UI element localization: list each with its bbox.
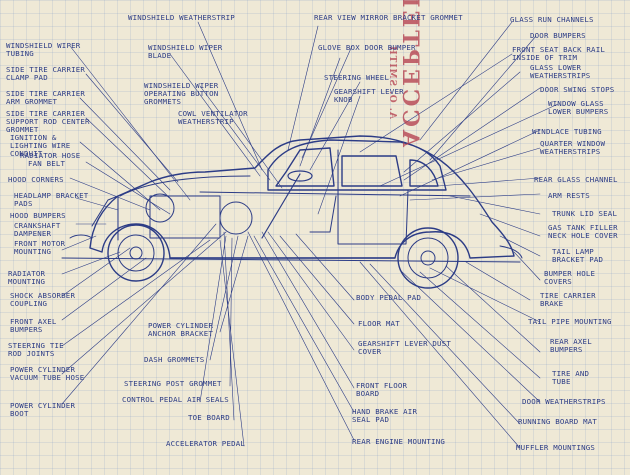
accepted-stamp: ACCEPTED A. O. SMITH [347, 0, 423, 147]
label-steering-post-grommet: STEERING POST GROMMET [124, 379, 222, 388]
label-side-tire-support-rod: SIDE TIRE CARRIER SUPPORT ROD CENTER GRO… [6, 109, 90, 134]
label-door-swing-stops: DOOR SWING STOPS [540, 85, 615, 94]
label-door-bumpers: DOOR BUMPERS [530, 31, 586, 40]
label-steering-wheel: STEERING WHEEL [324, 73, 390, 82]
front-seat [309, 195, 337, 233]
label-running-board-mat: RUNNING BOARD MAT [518, 417, 598, 426]
label-rear-axle-bumpers: REAR AXEL BUMPERS [550, 337, 592, 354]
label-accelerator-pedal: ACCELERATOR PEDAL [166, 439, 246, 448]
steering-column [261, 173, 301, 239]
label-headlamp-bracket-pads: HEADLAMP BRACKET PADS [14, 191, 89, 208]
label-body-pedal-pad: BODY PEDAL PAD [356, 293, 422, 302]
label-front-motor-mounting: FRONT MOTOR MOUNTING [14, 239, 66, 256]
label-windshield-weatherstrip: WINDSHIELD WEATHERSTRIP [128, 13, 235, 22]
label-power-cylinder-hose: POWER CYLINDER VACUUM TUBE HOSE [10, 365, 85, 382]
label-windshield-wiper-blade: WINDSHIELD WIPER BLADE [148, 43, 223, 60]
label-cowl-ventilator-strip: COWL VENTILATOR WEATHERSTRIP [178, 109, 248, 126]
front-bumper [69, 234, 93, 239]
label-side-tire-arm-grommet: SIDE TIRE CARRIER ARM GROMMET [6, 89, 86, 106]
label-power-cylinder-boot: POWER CYLINDER BOOT [10, 401, 76, 418]
label-ignition-conduit: IGNITION & LIGHTING WIRE CONDUIT [10, 133, 71, 158]
windshield [275, 147, 335, 187]
label-window-glass-lower-bumpers: WINDOW GLASS LOWER BUMPERS [548, 99, 609, 116]
front-wheel [107, 224, 165, 282]
label-rear-engine-mounting: REAR ENGINE MOUNTING [352, 437, 445, 446]
label-glove-box-door-bumper: GLOVE BOX DOOR BUMPER [318, 43, 416, 52]
label-shock-absorber-coupling: SHOCK ABSORBER COUPLING [10, 291, 76, 308]
label-wiper-button-grommets: WINDSHIELD WIPER OPERATING BUTTON GROMME… [144, 81, 219, 106]
label-control-pedal-seals: CONTROL PEDAL AIR SEALS [122, 395, 229, 404]
door-window [341, 155, 403, 187]
label-front-floor-board: FRONT FLOOR BOARD [356, 381, 408, 398]
label-tail-pipe-mounting: TAIL PIPE MOUNTING [528, 317, 612, 326]
stamp-text: ACCEPTED [397, 0, 423, 147]
label-side-tire-clamp-pad: SIDE TIRE CARRIER CLAMP PAD [6, 65, 86, 82]
label-tire-carrier-brake: TIRE CARRIER BRAKE [540, 291, 596, 308]
label-radiator-mounting: RADIATOR MOUNTING [8, 269, 46, 286]
label-trunk-lid-seal: TRUNK LID SEAL [552, 209, 618, 218]
label-rear-view-mirror-grommet: REAR VIEW MIRROR BRACKET GROMMET [314, 13, 463, 22]
label-gearshift-lever-knob: GEARSHIFT LEVER KNOB [334, 87, 404, 104]
label-bumper-hole-covers: BUMPER HOLE COVERS [544, 269, 596, 286]
belt-line [199, 191, 471, 197]
label-hand-brake-pad: HAND BRAKE AIR SEAL PAD [352, 407, 418, 424]
label-steering-rod-joints: STEERING TIE ROD JOINTS [8, 341, 64, 358]
car-body-outline [89, 135, 515, 259]
rear-wheel [397, 227, 459, 289]
door-panel [337, 149, 409, 245]
steering-wheel [287, 170, 313, 182]
stamp-subtext: A. O. SMITH [387, 45, 397, 119]
label-power-cylinder-bracket: POWER CYLINDER ANCHOR BRACKET [148, 321, 214, 338]
label-rear-glass-channel: REAR GLASS CHANNEL [534, 175, 618, 184]
fan [145, 193, 175, 223]
label-radiator-hose: RADIATOR HOSE [20, 151, 81, 160]
label-crankshaft-dampener: CRANKSHAFT DAMPENER [14, 221, 61, 238]
label-tail-lamp-bracket-pad: TAIL LAMP BRACKET PAD [552, 247, 604, 264]
label-front-seat-back-rail: FRONT SEAT BACK RAIL INSIDE OF TRIM [512, 45, 605, 62]
label-arm-rests: ARM RESTS [548, 191, 590, 200]
label-windlace-tubing: WINDLACE TUBING [532, 127, 602, 136]
label-door-weatherstrips: DOOR WEATHERSTRIPS [522, 397, 606, 406]
hood [119, 175, 251, 197]
flywheel [219, 201, 253, 235]
label-floor-mat: FLOOR MAT [358, 319, 400, 328]
label-glass-lower-weatherstrips: GLASS LOWER WEATHERSTRIPS [530, 63, 591, 80]
label-front-axle-bumpers: FRONT AXEL BUMPERS [10, 317, 57, 334]
label-gas-tank-hole-cover: GAS TANK FILLER NECK HOLE COVER [548, 223, 618, 240]
label-hood-corners: HOOD CORNERS [8, 175, 64, 184]
label-tire-and-tube: TIRE AND TUBE [552, 369, 590, 386]
roof-line [267, 139, 447, 191]
label-fan-belt: FAN BELT [28, 159, 66, 168]
label-toe-board: TOE BOARD [188, 413, 230, 422]
label-quarter-window-weatherstrips: QUARTER WINDOW WEATHERSTRIPS [540, 139, 606, 156]
label-dash-grommets: DASH GROMMETS [144, 355, 205, 364]
rear-bumper [499, 245, 523, 259]
label-windshield-wiper-tubing: WINDSHIELD WIPER TUBING [6, 41, 81, 58]
label-muffler-mountings: MUFFLER MOUNTINGS [516, 443, 596, 452]
label-hood-bumpers: HOOD BUMPERS [10, 211, 66, 220]
label-glass-run-channels: GLASS RUN CHANNELS [510, 15, 594, 24]
label-gearshift-dust-cover: GEARSHIFT LEVER DUST COVER [358, 339, 451, 356]
grille [91, 195, 119, 241]
